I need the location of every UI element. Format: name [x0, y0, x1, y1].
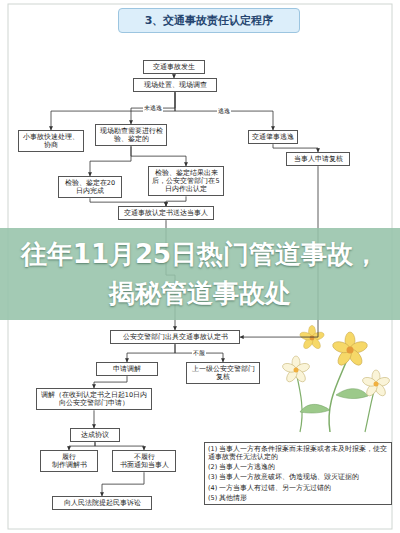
process-box: 现场处置、现场调查: [133, 78, 217, 92]
node-text: (4) 一方当事人有过错、另一方无过错的: [208, 484, 388, 492]
process-box: 达成协议: [70, 428, 120, 442]
flow-arrow: [90, 146, 131, 176]
node-text: 向人民法院提起民事诉讼: [56, 499, 148, 507]
process-box: 向人民法院提起民事诉讼: [52, 496, 152, 510]
flow-arrow: [127, 344, 175, 362]
flow-arrow: [102, 472, 144, 496]
process-box: 交通肇事逃逸: [248, 130, 298, 144]
note-box: (1) 当事人一方有条件报案而未报案或者未及时报案，使交通事故责任无法认定的 (2…: [204, 442, 392, 505]
node-text: (1) 当事人一方有条件报案而未报案或者未及时报案，使交通事故责任无法认定的: [208, 445, 388, 461]
process-box: 交通事故发生: [143, 60, 205, 74]
node-text: (2) 当事人一方逃逸的: [208, 463, 388, 471]
node-text: 调解（在收到认定书之日起10日内向公安交警部门申请）: [40, 391, 148, 407]
flower-illustration: [281, 325, 390, 432]
node-text: 现场勘查需要进行检验、鉴定的: [99, 127, 163, 143]
node-text: 交通事故认定书送达当事人: [122, 209, 210, 217]
page-frame: [8, 4, 392, 529]
node-text: 制作调解书: [44, 461, 94, 469]
node-text: 公安交警部门出具交通事故认定书: [114, 333, 236, 341]
node-text: 小事故快速处理、协商: [22, 133, 80, 149]
node-text: 达成协议: [74, 431, 116, 439]
edge-label: 未逃逸: [143, 104, 163, 113]
node-text: 交通事故发生: [147, 63, 201, 71]
node-text: 交通肇事逃逸: [252, 133, 294, 141]
flow-arrow: [94, 410, 95, 428]
diagram-title: 3、交通事故责任认定程序: [118, 8, 300, 33]
node-text: 申请调解: [100, 365, 154, 373]
node-text: 现场处置、现场调查: [137, 81, 213, 89]
process-box: 公安交警部门出具交通事故认定书: [110, 330, 240, 344]
edge-label: 不服: [192, 349, 206, 358]
process-box: 调解（在收到认定书之日起10日内向公安交警部门申请）: [36, 388, 152, 410]
node-text: 履行: [44, 453, 94, 461]
flow-arrow: [273, 144, 318, 152]
flow-arrow: [94, 376, 127, 388]
flow-arrow: [131, 92, 175, 124]
flow-arrow: [175, 344, 223, 362]
process-box: 上一级公安交警部门复核: [186, 362, 260, 384]
process-box: 检验、鉴定结果出来后，公安交管部门在5日内作出认定: [148, 166, 224, 196]
process-box: 检验、鉴定在20日内完成: [58, 176, 122, 198]
node-text: (3) 当事人一方故意破坏、伪造现场、毁灭证据的: [208, 473, 388, 481]
node-text: 当事人申请复核: [290, 155, 346, 163]
process-box: 履行制作调解书: [40, 450, 98, 472]
banner-text: 往年11月25日热门管道事故，揭秘管道事故处: [10, 235, 390, 313]
process-box: 交通事故认定书送达当事人: [118, 206, 214, 220]
node-text: (5) 其他情形: [208, 494, 388, 502]
flow-arrow: [95, 442, 144, 450]
flow-arrow: [175, 92, 273, 130]
node-text: 检验、鉴定结果出来后，公安交管部门在5日内作出认定: [152, 169, 220, 193]
flow-arrow: [90, 198, 166, 206]
node-text: 书面通知当事人: [116, 461, 172, 469]
process-box: 小事故快速处理、协商: [18, 130, 84, 152]
flow-arrow: [69, 442, 95, 450]
process-box: 现场勘查需要进行检验、鉴定的: [95, 124, 167, 146]
flow-arrow: [131, 146, 186, 166]
node-text: 检验、鉴定在20日内完成: [62, 179, 118, 195]
node-text: 不履行: [116, 453, 172, 461]
flow-arrow: [166, 196, 186, 206]
node-text: 上一级公安交警部门复核: [190, 365, 256, 381]
edge-label: 逃逸: [217, 107, 231, 116]
banner-band: 往年11月25日热门管道事故，揭秘管道事故处: [0, 228, 400, 320]
process-box: 申请调解: [96, 362, 158, 376]
process-box: 当事人申请复核: [286, 152, 350, 166]
process-box: 不履行书面通知当事人: [112, 450, 176, 472]
